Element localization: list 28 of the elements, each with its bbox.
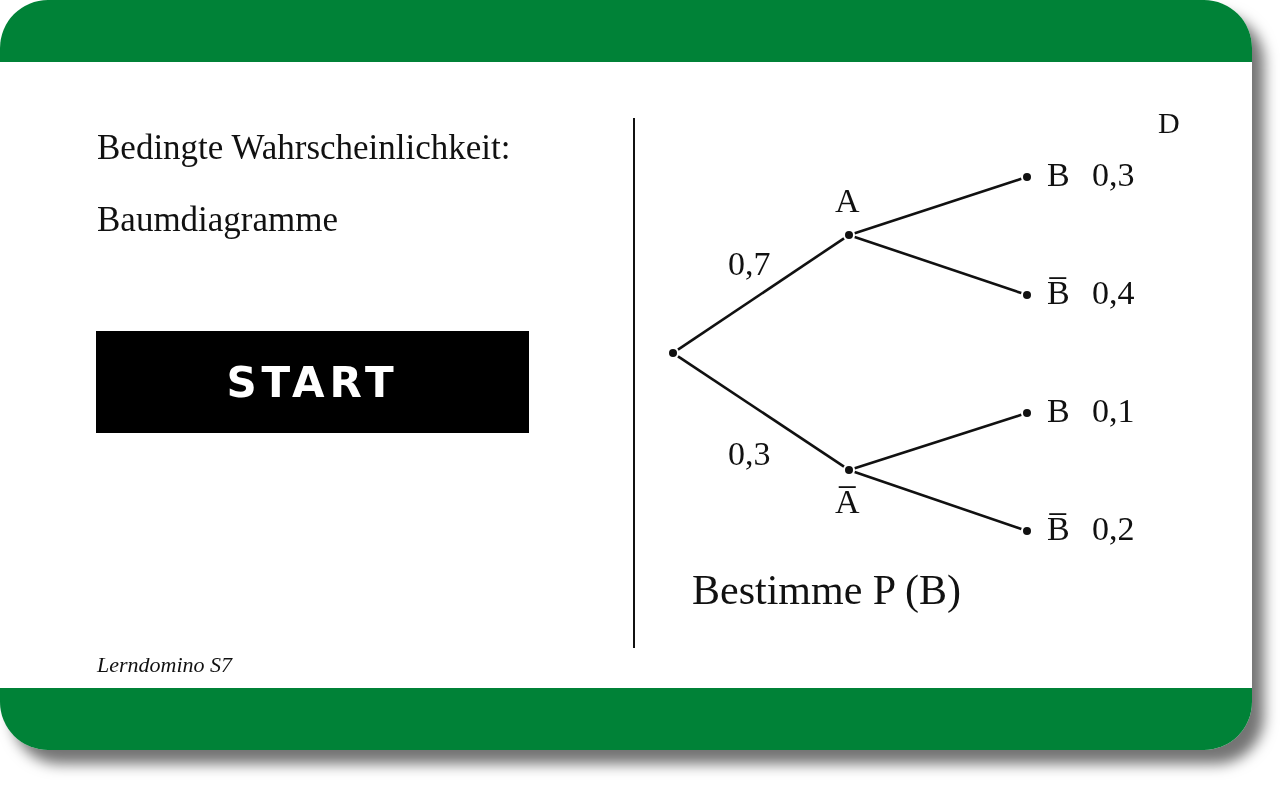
outcome-label: B̅ [1047, 275, 1070, 311]
probability-label: 0,3 [1092, 157, 1135, 193]
tree-node-dot [1023, 173, 1031, 181]
tree-node-dot [1023, 409, 1031, 417]
tree-node-dot [1023, 291, 1031, 299]
tree-node-dot [1023, 527, 1031, 535]
footer-text: Lerndomino S7 [97, 652, 233, 678]
branch-line [854, 235, 1022, 295]
outcome-label: A [835, 183, 860, 219]
tree-node-dot [845, 466, 853, 474]
card-letter: D [1158, 106, 1180, 140]
outcome-label: A̅ [835, 484, 860, 520]
outcome-label: B̅ [1047, 511, 1070, 547]
start-button: START [96, 331, 529, 433]
task-text: Bestimme P (B) [692, 567, 962, 613]
branch-line [854, 413, 1022, 470]
probability-label: 0,4 [1092, 275, 1135, 311]
branch-line [854, 470, 1022, 531]
card-title: Bedingte Wahrscheinlichkeit: Baumdiagramme [97, 127, 512, 241]
outcome-label: B [1047, 393, 1070, 429]
branch-line [854, 177, 1022, 235]
branch-line [677, 237, 845, 351]
branch-line [677, 355, 845, 468]
probability-label: 0,1 [1092, 393, 1135, 429]
probability-label: 0,2 [1092, 511, 1135, 547]
outcome-label: B [1047, 157, 1070, 193]
tree-node-dot [845, 231, 853, 239]
tree-node-dot [669, 349, 677, 357]
